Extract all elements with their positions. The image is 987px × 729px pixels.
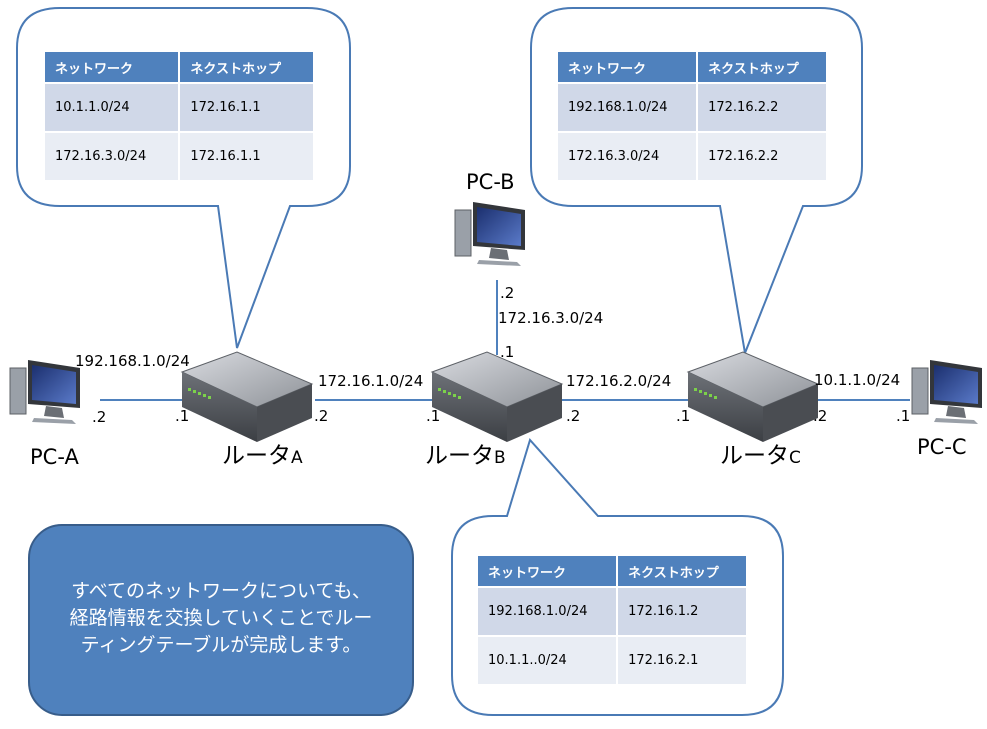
interface-router-b-right: .2 [566,407,581,425]
header-network: ネットワーク [45,52,181,83]
network-label-bc: 172.16.2.0/24 [566,372,672,390]
note-line-3: ティングテーブルが完成します。 [80,634,362,656]
interface-router-c-right: .2 [813,407,828,425]
note-line-1: すべてのネットワークについても、 [71,580,371,602]
cell-nexthop: 172.16.1.1 [179,131,313,180]
pc-a-icon [9,360,80,424]
router-c-name: ルータ [720,443,789,469]
table-row: 192.168.1.0/24 172.16.1.2 [478,586,746,636]
interface-router-b-left: .1 [426,407,441,425]
interface-router-b-top: .1 [500,343,515,361]
routing-table-router-a: ネットワーク ネクストホップ 10.1.1.0/24 172.16.1.1 17… [45,52,313,180]
routing-table-router-b: ネットワーク ネクストホップ 192.168.1.0/24 172.16.1.2… [478,556,746,684]
cell-nexthop: 172.16.1.2 [617,586,746,636]
pc-c-label: PC-C [917,435,967,459]
cell-network: 172.16.3.0/24 [558,131,699,180]
pc-b-icon [454,202,525,266]
router-b-name: ルータ [425,443,494,469]
cell-network: 192.168.1.0/24 [558,82,699,132]
interface-router-a-right: .2 [314,407,329,425]
pc-c-icon [911,360,982,424]
router-b-icon [430,351,564,442]
pc-a-label: PC-A [30,445,79,469]
table-row: 10.1.1..0/24 172.16.2.1 [478,635,746,684]
cell-nexthop: 172.16.2.2 [697,131,826,180]
cell-network: 10.1.1..0/24 [478,635,619,684]
network-label-ab: 172.16.1.0/24 [318,372,424,390]
cell-nexthop: 172.16.2.1 [617,635,746,684]
header-network: ネットワーク [558,52,699,83]
routing-table-router-c: ネットワーク ネクストホップ 192.168.1.0/24 172.16.2.2… [558,52,826,180]
network-label-a: 192.168.1.0/24 [75,352,190,370]
table-row: 172.16.3.0/24 172.16.1.1 [45,131,313,180]
cell-nexthop: 172.16.1.1 [179,82,313,132]
interface-pc-b: .2 [500,284,515,302]
router-c-suffix: C [789,448,801,468]
cell-network: 10.1.1.0/24 [45,82,181,132]
router-a-name: ルータ [222,443,291,469]
interface-pc-c: .1 [896,407,911,425]
interface-router-c-left: .1 [676,407,691,425]
network-label-b: 172.16.3.0/24 [498,309,604,327]
cell-nexthop: 172.16.2.2 [697,82,826,132]
pc-b-label: PC-B [466,170,515,194]
header-nexthop: ネクストホップ [179,52,313,83]
interface-router-a-left: .1 [175,407,190,425]
router-b-suffix: B [494,448,506,468]
cell-network: 172.16.3.0/24 [45,131,181,180]
table-row: 192.168.1.0/24 172.16.2.2 [558,82,826,132]
header-nexthop: ネクストホップ [697,52,826,83]
router-a-icon [180,351,314,442]
table-row: 10.1.1.0/24 172.16.1.1 [45,82,313,132]
router-a-label: ルータA [222,443,303,471]
table-row: 172.16.3.0/24 172.16.2.2 [558,131,826,180]
router-a-suffix: A [291,448,303,468]
note-line-2: 経路情報を交換していくことでルー [69,607,373,629]
router-c-label: ルータC [720,443,801,471]
explanation-note: すべてのネットワークについても、 経路情報を交換していくことでルー ティングテー… [28,524,414,716]
router-b-label: ルータB [425,443,506,471]
network-label-c: 10.1.1.0/24 [814,371,901,389]
cell-network: 192.168.1.0/24 [478,586,619,636]
header-nexthop: ネクストホップ [617,556,746,587]
interface-pc-a: .2 [92,408,107,426]
router-c-icon [686,351,820,442]
header-network: ネットワーク [478,556,619,587]
